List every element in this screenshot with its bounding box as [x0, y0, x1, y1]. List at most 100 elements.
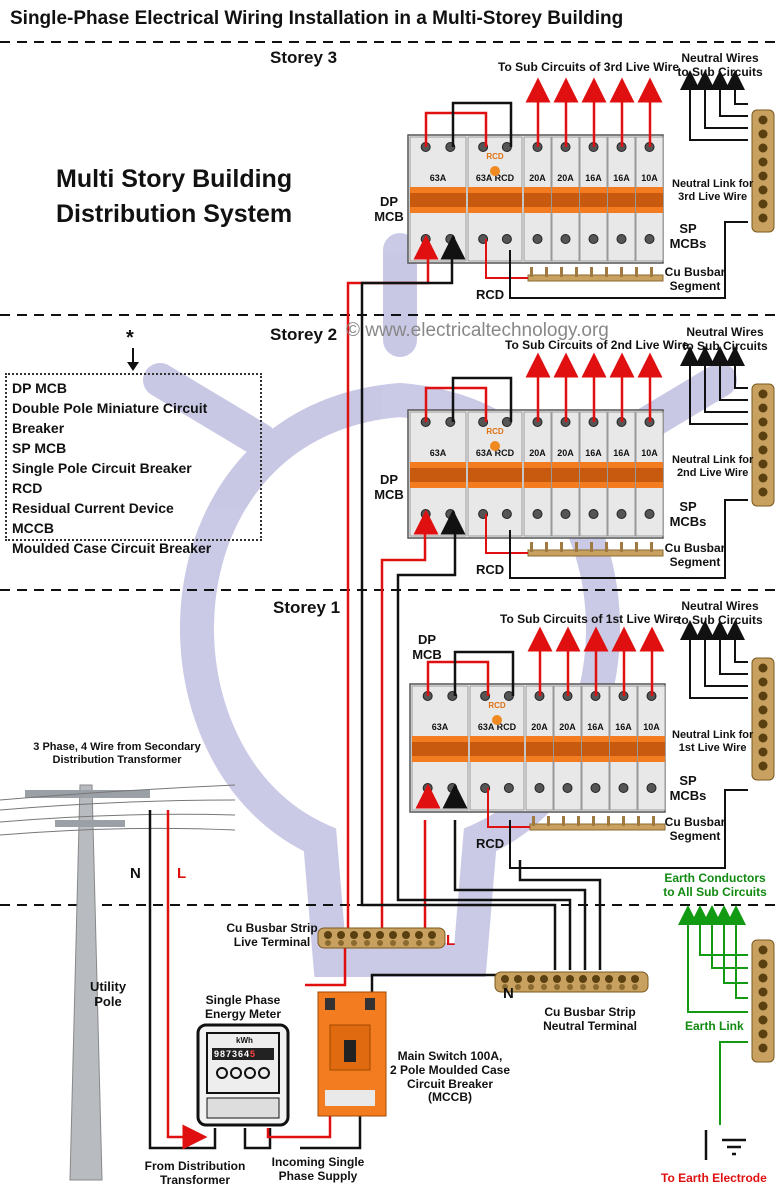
breaker-rating: 10A [641, 173, 658, 183]
busbar-live-strip-icon [317, 927, 446, 949]
legend-item: SP MCB [12, 440, 67, 456]
distribution-board-storey-2: 63A 63A RCD 20A 20A 16A 16A 10A RCD [407, 352, 664, 557]
breaker-rating: 16A [613, 448, 630, 458]
storey-2-rcd-label: RCD [476, 562, 505, 577]
watermark-bulb-icon [143, 233, 737, 977]
breaker-rating: 16A [585, 448, 602, 458]
supply-wires [148, 810, 502, 1150]
rcd-badge: RCD [486, 152, 504, 161]
main-switch-mccb-icon [317, 991, 387, 1117]
busbar-live-l: L [446, 932, 456, 949]
breaker-rating: 20A [529, 173, 546, 183]
breaker-rating: 10A [641, 448, 658, 458]
breaker-rating: 16A [587, 722, 604, 732]
busbar-neutral-n: N [503, 985, 514, 1002]
breaker-rating: 63A RCD [478, 722, 517, 732]
heading-line-2: Distribution System [56, 200, 293, 228]
storey-3-label: Storey 3 [270, 48, 338, 67]
breaker-rating: 63A [432, 722, 449, 732]
storey-2-label: Storey 2 [270, 325, 338, 344]
legend-item: Moulded Case Circuit Breaker [12, 540, 212, 556]
breaker-rating: 16A [613, 173, 630, 183]
storey-3-neutral-link-icon [751, 109, 775, 233]
earth-electrode-icon [704, 1130, 746, 1160]
neutral-n-label: N [130, 865, 141, 882]
distribution-board-storey-1: 63A 63A RCD 20A 20A 16A 16A 10A RCD [409, 626, 666, 831]
legend-item: Single Pole Circuit Breaker [12, 460, 192, 476]
breaker-rating: 63A [430, 448, 447, 458]
breaker-rating: 10A [643, 722, 660, 732]
storey-separators [0, 41, 781, 906]
breaker-rating: 20A [559, 722, 576, 732]
page-title: Single-Phase Electrical Wiring Installat… [10, 8, 624, 29]
rcd-badge: RCD [488, 701, 506, 710]
legend-arrow-icon [127, 348, 139, 371]
legend-item: RCD [12, 480, 43, 496]
live-l-label: L [177, 865, 187, 882]
breaker-rating: 20A [531, 722, 548, 732]
storey-1-label: Storey 1 [273, 598, 341, 617]
legend-item: Residual Current Device [12, 500, 174, 516]
breaker-rating: 63A [430, 173, 447, 183]
earth-wires [678, 905, 748, 1125]
breaker-rating: 20A [529, 448, 546, 458]
storey-1-neutral-link-icon [751, 657, 775, 781]
storey-3-rcd-label: RCD [476, 287, 505, 302]
legend-marker: * [126, 327, 134, 349]
storey-2-neutral-link-icon [751, 383, 775, 507]
watermark-text: © www.electricaltechnology.org [346, 320, 609, 341]
breaker-rating: 20A [557, 173, 574, 183]
earth-link-icon [751, 939, 775, 1063]
storey-3-sub-circuits: To Sub Circuits of 3rd Live Wire [498, 60, 680, 74]
earth-link-label: Earth Link [685, 1019, 744, 1033]
legend-item: MCCB [12, 520, 54, 536]
meter-unit: kWh [236, 1036, 253, 1045]
meter-reading: 9873645 [214, 1049, 257, 1059]
legend-box: DP MCB Double Pole Miniature Circuit Bre… [5, 373, 262, 556]
earth-electrode-label: To Earth Electrode [661, 1171, 767, 1185]
legend-item: Double Pole Miniature Circuit Breaker [12, 400, 208, 436]
legend-item: DP MCB [12, 380, 67, 396]
busbar-neutral-strip-icon [494, 971, 649, 993]
storey-1-rcd-label: RCD [476, 836, 505, 851]
neutral-risers [360, 250, 602, 970]
neutral-link-wires [509, 221, 748, 869]
storey-1-sub-circuits: To Sub Circuits of 1st Live Wire [500, 612, 680, 626]
breaker-rating: 16A [585, 173, 602, 183]
rcd-badge: RCD [486, 427, 504, 436]
breaker-rating: 63A RCD [476, 448, 515, 458]
storey-2-sub-circuits: To Sub Circuits of 2nd Live Wire [505, 338, 689, 352]
breaker-rating: 16A [615, 722, 632, 732]
breaker-rating: 20A [557, 448, 574, 458]
distribution-board-storey-3: 63A 63A RCD 20A 20A 16A 16A 10A RCD [407, 77, 664, 282]
utility-pole-icon [0, 784, 236, 1181]
energy-meter-icon [196, 1023, 290, 1127]
breaker-rating: 63A RCD [476, 173, 515, 183]
